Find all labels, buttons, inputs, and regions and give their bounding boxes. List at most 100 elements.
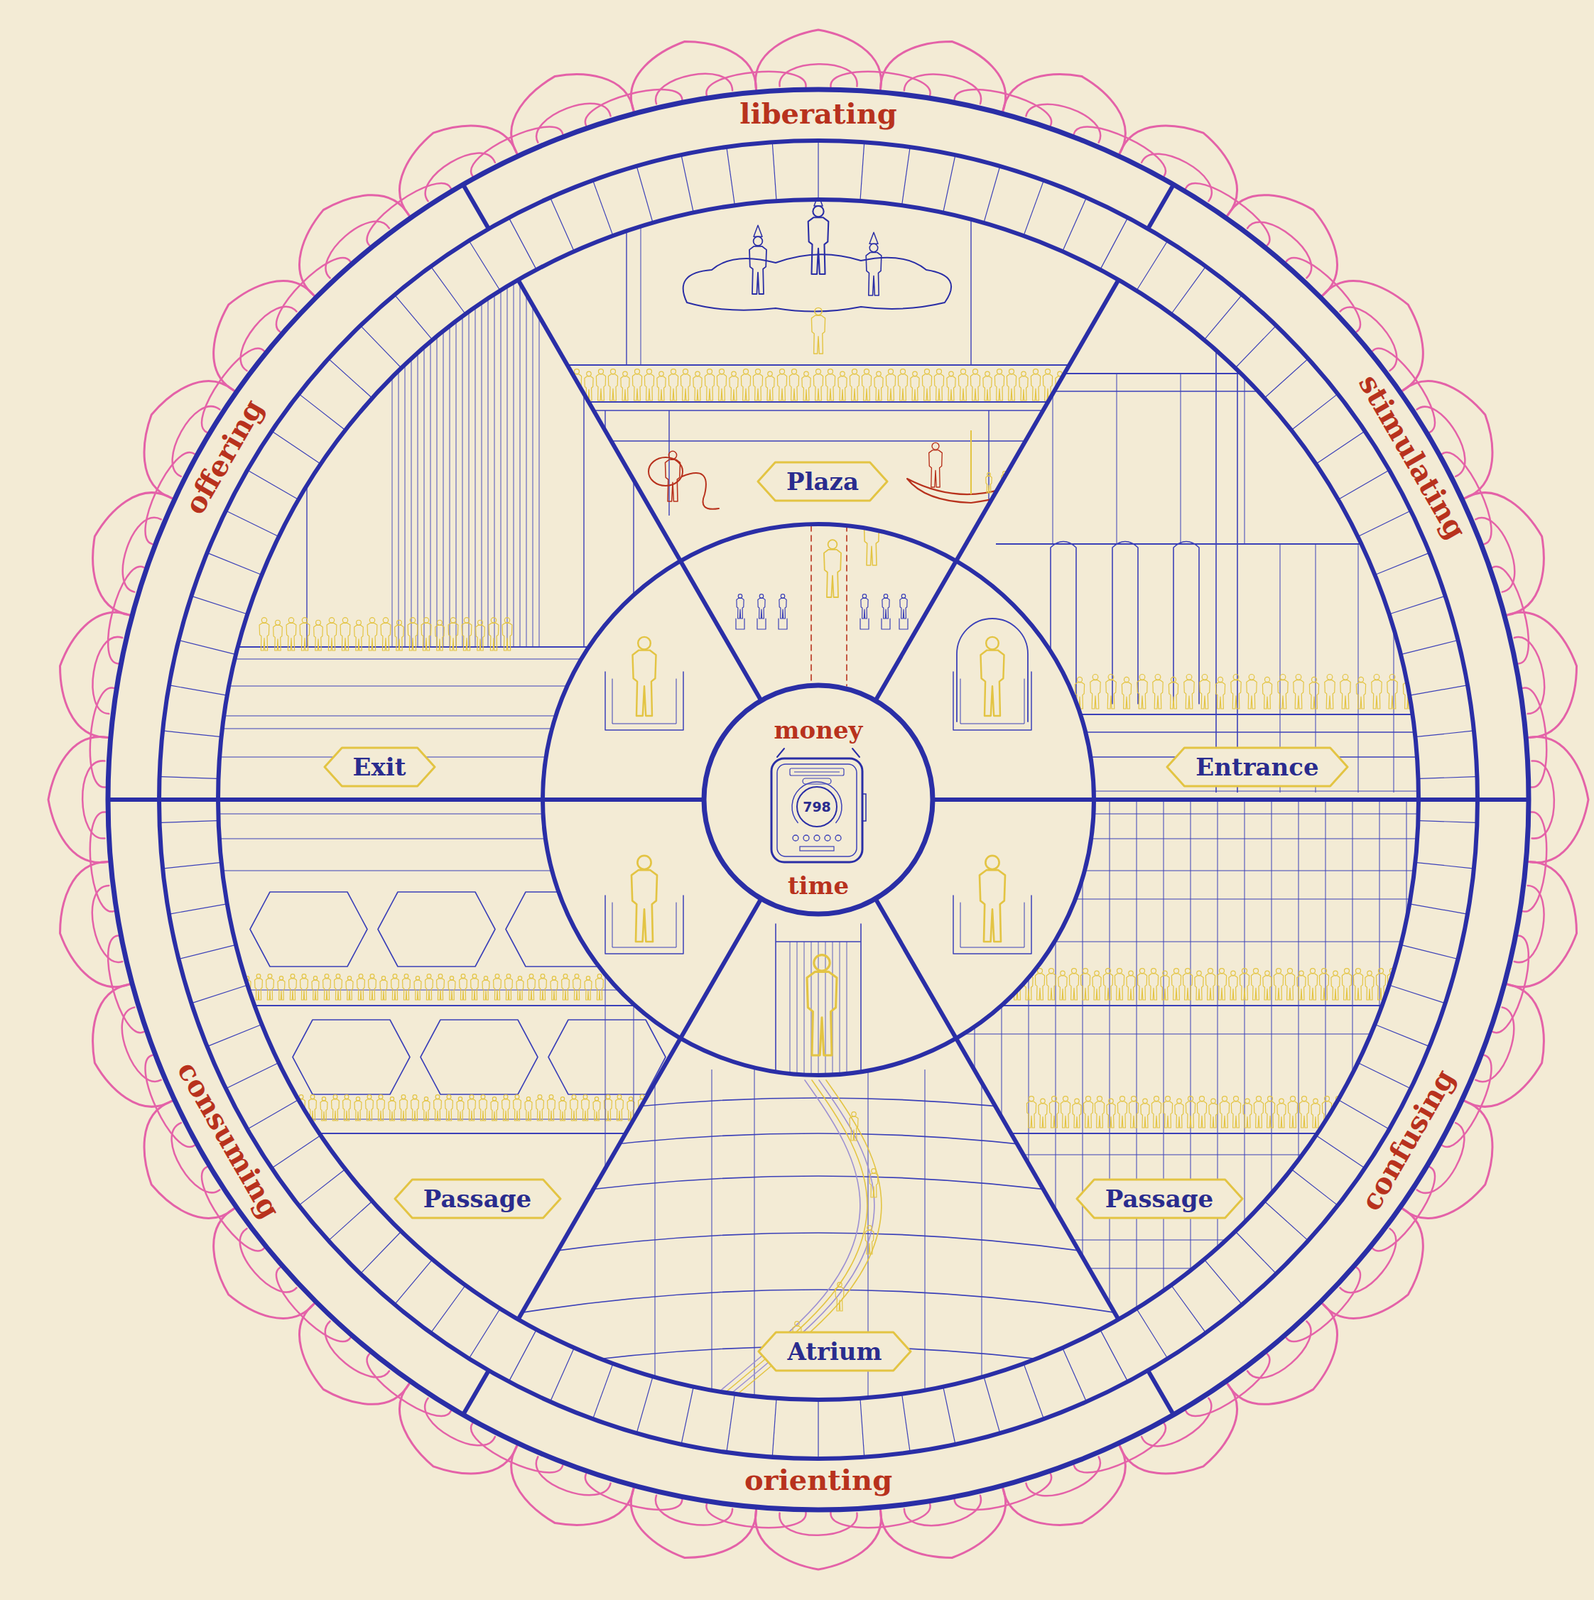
figure-head — [1028, 1096, 1034, 1102]
figure-head — [1128, 971, 1133, 976]
figure — [1126, 976, 1136, 1001]
spoke — [932, 797, 1419, 802]
figure-head — [924, 369, 930, 375]
escalator-rail — [605, 895, 684, 954]
zone-label: Atrium — [787, 1337, 882, 1367]
frame — [775, 924, 861, 1074]
section-line — [1109, 799, 1111, 1354]
section-line — [417, 259, 419, 648]
figure-head — [397, 620, 403, 626]
tick-mark — [180, 945, 236, 959]
figure-head — [1245, 1098, 1250, 1104]
figure-head — [426, 974, 432, 979]
tick-mark — [329, 359, 372, 398]
figure — [825, 374, 835, 401]
figure-head — [367, 1095, 372, 1100]
figure — [1080, 973, 1090, 1001]
section-line — [547, 410, 549, 516]
figure — [1174, 1103, 1184, 1129]
figure — [861, 374, 871, 401]
figure-head — [335, 974, 341, 979]
section-line — [507, 259, 508, 648]
tick-mark — [943, 1388, 955, 1443]
tick-mark — [170, 685, 226, 696]
figure — [595, 978, 604, 1001]
figure — [620, 376, 630, 401]
section-line — [512, 409, 1124, 411]
figure-head — [1301, 1096, 1307, 1102]
figure-head — [1264, 676, 1270, 682]
figure-head — [1280, 674, 1286, 681]
figure — [1262, 682, 1272, 709]
zone-label: Entrance — [1195, 752, 1319, 783]
tick-mark — [192, 985, 246, 1003]
tick-mark — [1063, 1349, 1087, 1401]
figure-head — [233, 974, 238, 979]
tick-mark — [681, 156, 693, 211]
figure — [1399, 976, 1408, 1001]
sector-illustration — [735, 514, 908, 687]
section-line — [1094, 410, 1096, 516]
figure-head — [1267, 1096, 1273, 1102]
lotus-petal — [1322, 1208, 1423, 1320]
figure-head — [1412, 968, 1418, 974]
figure-head — [1196, 971, 1202, 976]
tick-mark — [1101, 218, 1128, 269]
section-line — [512, 364, 1124, 366]
lotus-petal — [1247, 222, 1312, 279]
figure-head — [1076, 676, 1082, 682]
figure — [729, 376, 739, 401]
ring-band: offering — [176, 391, 272, 523]
figure — [1293, 680, 1304, 709]
section-line — [1044, 410, 1046, 516]
band-word: consuming — [169, 1053, 289, 1227]
tick-mark — [681, 1388, 693, 1443]
zone-tag: Atrium — [757, 1331, 913, 1373]
figure-head — [1279, 1098, 1284, 1104]
figure — [584, 980, 592, 1001]
tick-mark — [469, 1309, 500, 1358]
figure — [1034, 973, 1045, 1001]
figure-head — [461, 974, 466, 979]
section-line — [960, 941, 1430, 942]
zone-tag-shape — [1076, 1179, 1243, 1219]
section-line — [818, 941, 820, 1074]
figure-head — [514, 1095, 520, 1100]
figure — [422, 1101, 430, 1121]
figure-head — [1045, 674, 1052, 681]
figure — [1371, 680, 1382, 709]
figure — [1356, 682, 1366, 709]
figure-head — [404, 974, 409, 979]
section-line — [995, 731, 1423, 733]
figure-head — [490, 617, 496, 623]
figure-head — [1311, 676, 1317, 682]
tick-mark — [772, 1400, 777, 1457]
figure — [1340, 680, 1351, 709]
figure-head — [1162, 971, 1168, 976]
section-line — [1406, 799, 1408, 1354]
figure — [849, 374, 859, 401]
figure — [286, 622, 297, 651]
figure — [461, 622, 472, 651]
figure-head — [1309, 968, 1315, 974]
band-separator — [1477, 797, 1529, 802]
figure-head — [804, 371, 809, 376]
figure-head — [321, 1097, 326, 1102]
figure-head — [753, 236, 763, 246]
figure-head — [1048, 968, 1054, 974]
figure — [1410, 973, 1420, 1001]
figure-head — [814, 955, 830, 972]
escalator-rail — [953, 895, 1032, 954]
balcony-line — [448, 1289, 1188, 1326]
figure-head — [1153, 1096, 1159, 1102]
figure — [910, 376, 920, 401]
figure-head — [682, 369, 688, 375]
section-line — [960, 1239, 1430, 1241]
figure — [649, 1099, 658, 1121]
figure-head — [435, 1095, 440, 1100]
figure-head — [1130, 1096, 1136, 1102]
figure — [1027, 682, 1038, 709]
figure — [475, 625, 486, 652]
figure — [1331, 976, 1340, 1001]
section-line — [974, 799, 976, 1354]
